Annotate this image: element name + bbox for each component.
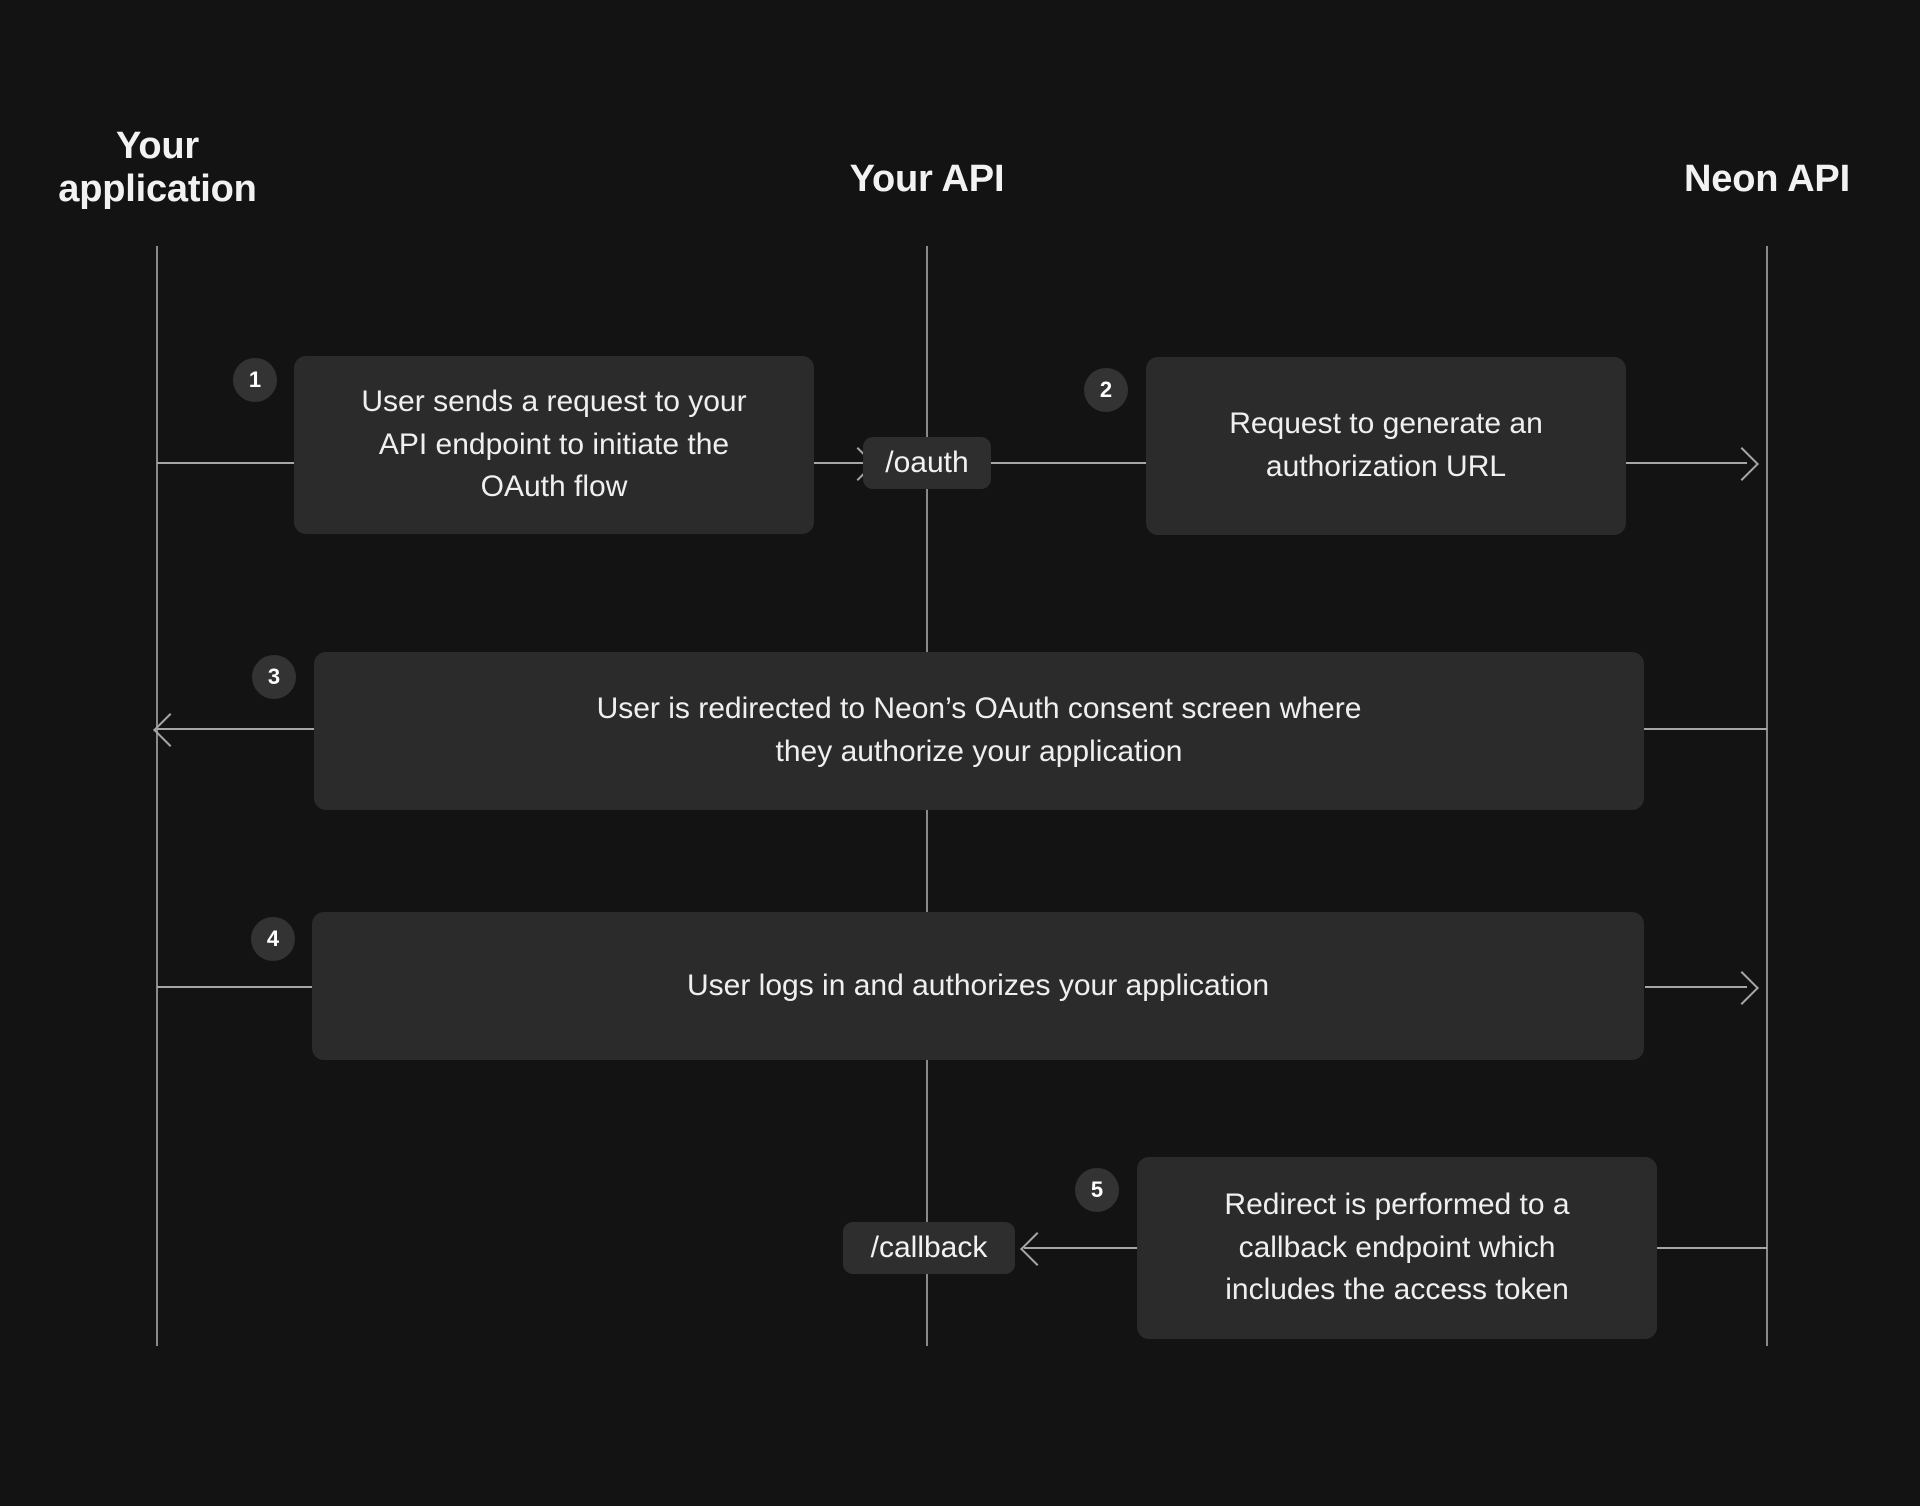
step-badge-2: 2 (1084, 368, 1128, 412)
lane-title-your-api: Your API (849, 158, 1005, 200)
connector-step-3-to-app (157, 728, 315, 730)
step-text-5: Redirect is performed to a callback endp… (1224, 1188, 1570, 1307)
step-badge-5: 5 (1075, 1168, 1119, 1212)
connector-step-2-to-neon (1625, 462, 1747, 464)
connector-step-4-to-neon (1645, 986, 1747, 988)
connector-step-5-from-neon (1657, 1247, 1767, 1249)
connector-step-1-from-app (157, 462, 297, 464)
step-box-3: User is redirected to Neon’s OAuth conse… (314, 652, 1644, 810)
step-box-4: User logs in and authorizes your applica… (312, 912, 1644, 1060)
step-badge-3: 3 (252, 655, 296, 699)
step-text-3: User is redirected to Neon’s OAuth conse… (596, 692, 1362, 768)
arrowhead-step-4 (1725, 971, 1759, 1005)
lifeline-your-application (156, 246, 158, 1346)
arrowhead-step-3 (153, 713, 187, 747)
lane-title-your-application: Your application (58, 125, 257, 210)
step-text-1: User sends a request to your API endpoin… (361, 385, 747, 504)
arrowhead-step-5 (1020, 1232, 1054, 1266)
connector-oauth-to-step-2 (991, 462, 1146, 464)
connector-step-3-from-neon (1643, 728, 1767, 730)
step-box-1: User sends a request to your API endpoin… (294, 356, 814, 534)
lifeline-neon-api (1766, 246, 1768, 1346)
connector-step-4-from-app (157, 986, 313, 988)
connector-step-1-to-oauth (812, 462, 864, 464)
arrowhead-step-2 (1725, 447, 1759, 481)
step-box-5: Redirect is performed to a callback endp… (1137, 1157, 1657, 1339)
endpoint-pill-oauth[interactable]: /oauth (863, 437, 991, 489)
lane-title-neon-api: Neon API (1684, 158, 1850, 200)
step-badge-4: 4 (251, 917, 295, 961)
step-text-4: User logs in and authorizes your applica… (687, 968, 1269, 1002)
connector-step-5-to-callback (1024, 1247, 1137, 1249)
step-text-2: Request to generate an authorization URL (1229, 407, 1543, 483)
endpoint-pill-callback[interactable]: /callback (843, 1222, 1015, 1274)
step-box-2: Request to generate an authorization URL (1146, 357, 1626, 535)
step-badge-1: 1 (233, 358, 277, 402)
